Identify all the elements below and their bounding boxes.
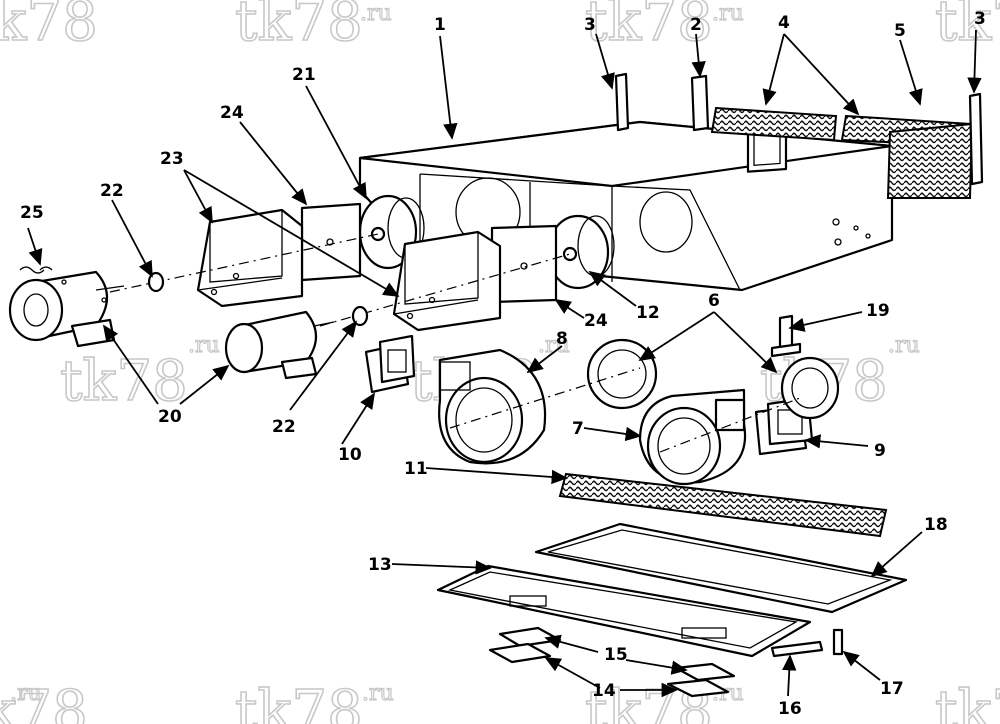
pad-15b	[674, 662, 736, 682]
rail-3b	[968, 92, 984, 186]
motor-bracket-right	[392, 230, 502, 332]
callout-19: 19	[866, 301, 890, 321]
motor-clips	[19, 266, 53, 274]
blower-scroll-left	[438, 348, 547, 465]
pad-14b	[666, 678, 730, 698]
pad-14a	[488, 642, 552, 664]
callout-14: 14	[592, 681, 616, 701]
callout-4: 4	[778, 13, 790, 33]
watermark-suffix: .ru	[10, 681, 42, 706]
callout-18: 18	[924, 515, 948, 535]
watermark-text: tk78	[0, 679, 88, 724]
washer-right	[351, 305, 369, 327]
watermark-suffix: .ru	[712, 1, 744, 26]
callout-20: 20	[158, 407, 182, 427]
blower-motor-left	[8, 270, 125, 348]
callout-10: 10	[338, 445, 362, 465]
callout-22: 22	[272, 417, 296, 437]
bottom-filter	[558, 472, 888, 538]
filter-4a	[710, 106, 838, 142]
callout-21: 21	[292, 65, 316, 85]
spring-17	[832, 628, 844, 656]
blower-wheel-right	[546, 214, 615, 290]
callout-11: 11	[404, 459, 428, 479]
callout-17: 17	[880, 679, 904, 699]
hinge-16	[770, 640, 824, 658]
callout-12: 12	[636, 303, 660, 323]
watermark-text: tk78	[60, 349, 188, 414]
outlet-ring-right	[780, 356, 840, 420]
callout-13: 13	[368, 555, 392, 575]
callout-2: 2	[690, 15, 702, 35]
callout-3: 3	[974, 9, 986, 29]
watermark-text: tk78	[935, 0, 1000, 54]
rail-2	[690, 74, 710, 132]
callout-8: 8	[556, 329, 568, 349]
watermark-suffix: .ru	[538, 333, 570, 358]
watermark-text: tk78	[935, 679, 1000, 724]
callout-25: 25	[20, 203, 44, 223]
callout-15: 15	[604, 645, 628, 665]
mounting-plate-right	[490, 224, 558, 304]
watermark-text: tk78	[0, 0, 98, 54]
callout-labels: 1 2 3 3 4 5 6 7 8 9 10 11 12 13 14 15 16…	[20, 9, 986, 719]
callout-7: 7	[572, 419, 584, 439]
callout-16: 16	[778, 699, 802, 719]
leader-lines	[27, 29, 982, 698]
callout-5: 5	[894, 21, 906, 41]
callout-22: 22	[100, 181, 124, 201]
watermark-suffix: .ru	[188, 333, 220, 358]
pad-15a	[498, 626, 562, 648]
watermark-text: tk78	[235, 0, 363, 54]
motor-bracket-left	[196, 208, 304, 308]
callout-3: 3	[584, 15, 596, 35]
callout-24: 24	[584, 311, 608, 331]
watermark-suffix: .ru	[360, 1, 392, 26]
watermark-text: tk78	[235, 679, 363, 724]
blower-scroll-right	[638, 388, 747, 486]
inlet-adapter-left	[364, 334, 416, 394]
watermark-text: tk78	[585, 0, 713, 54]
rail-3a	[614, 72, 630, 132]
callout-9: 9	[874, 441, 886, 461]
callout-1: 1	[434, 15, 446, 35]
watermark-suffix: .ru	[888, 333, 920, 358]
drain-pan-lower	[436, 564, 812, 658]
callout-23: 23	[160, 149, 184, 169]
filter-5	[886, 122, 974, 199]
blower-motor-right	[224, 310, 335, 380]
drain-pan-upper	[534, 522, 908, 614]
bracket-19	[770, 314, 802, 358]
callout-24: 24	[220, 103, 244, 123]
callout-6: 6	[708, 291, 720, 311]
watermark-suffix: .ru	[362, 681, 394, 706]
